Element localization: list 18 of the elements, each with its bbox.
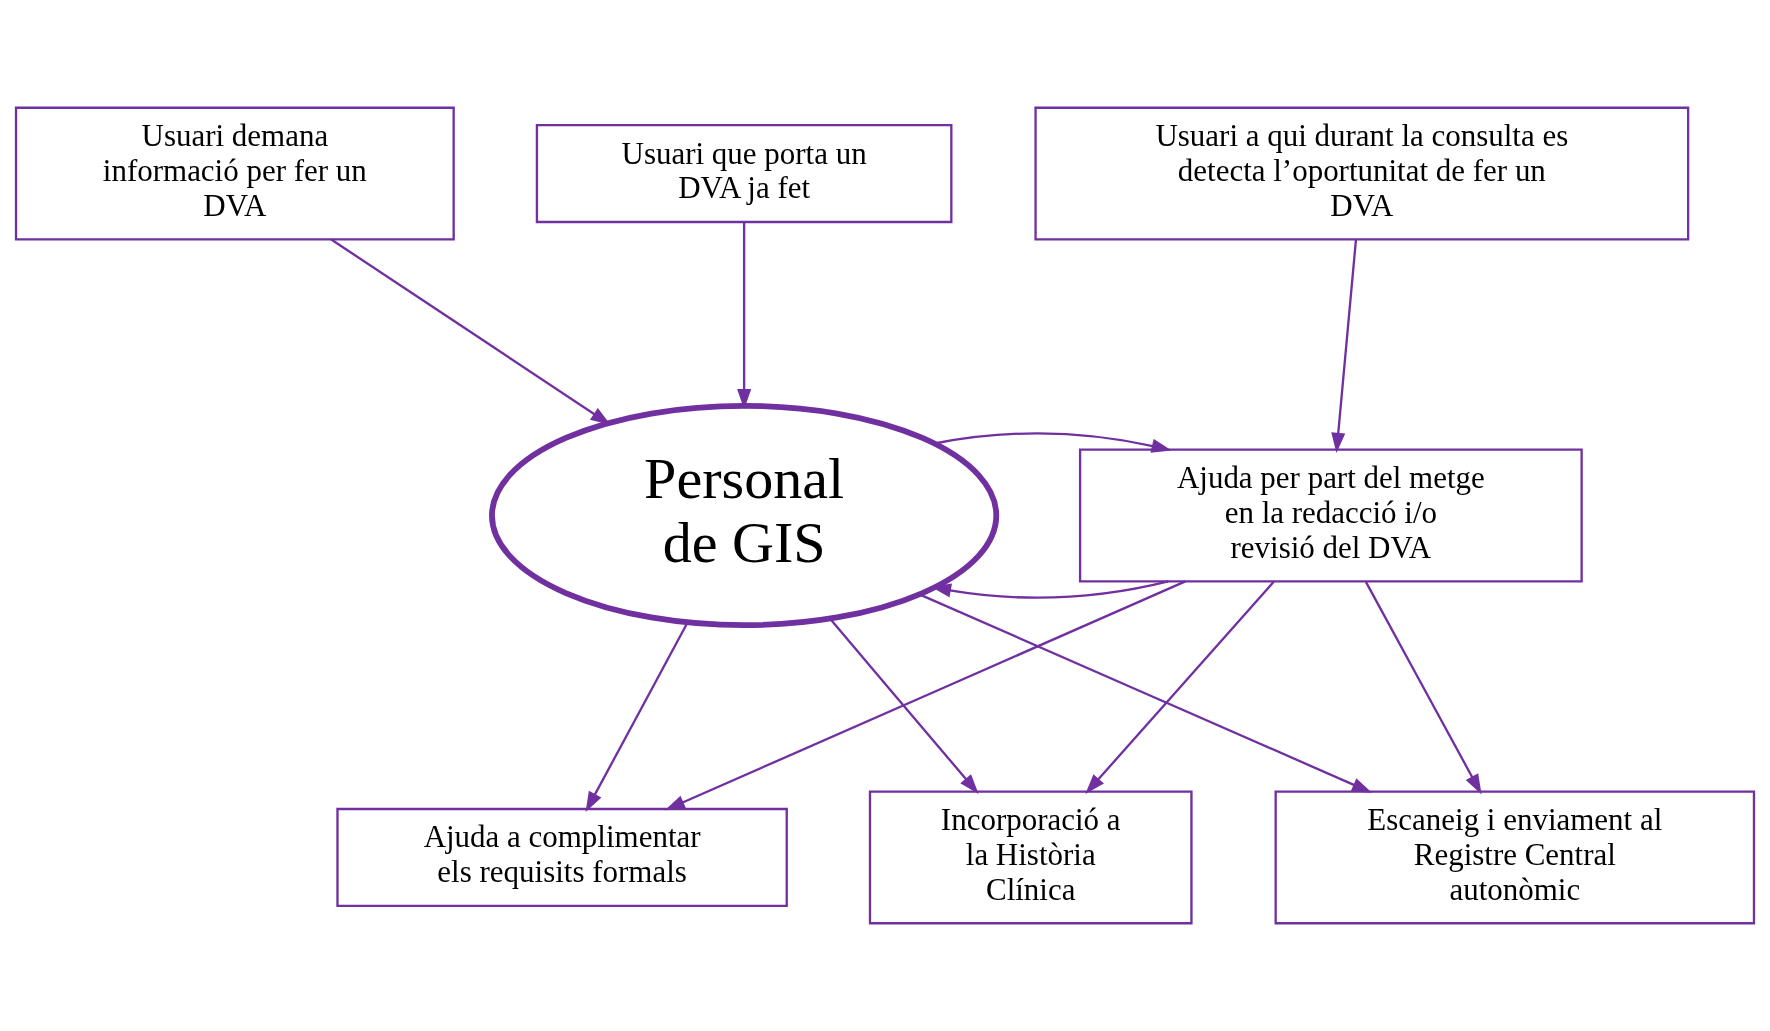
node-box: Ajuda per part del metge en la redacció i/o revisió del DVA [1078,448,1583,583]
node-box: Usuari que porta un DVA ja fet [535,124,953,224]
arrow [1331,239,1358,453]
node-box: Ajuda a complimentar els requisits formals [336,807,788,907]
node-box: Escaneig i enviament al Registre Central autonòmic [1274,790,1756,925]
node-box: Incorporació a la Història Clínica [868,790,1193,925]
arrow [1085,581,1275,794]
node-ellipse: Personal de GIS [489,402,1000,629]
arrow [585,622,689,812]
node-box: Usuari demana informació per fer un DVA [14,106,455,241]
arrow [934,432,1172,453]
node-box: Usuari a qui durant la consulta es detecta l’oportunitat de fer un DVA [1034,106,1690,241]
arrow [1364,581,1482,795]
arrow [664,580,1186,811]
arrow [737,222,752,410]
arrow [919,593,1373,793]
arrow [330,238,611,425]
arrow [829,618,979,795]
